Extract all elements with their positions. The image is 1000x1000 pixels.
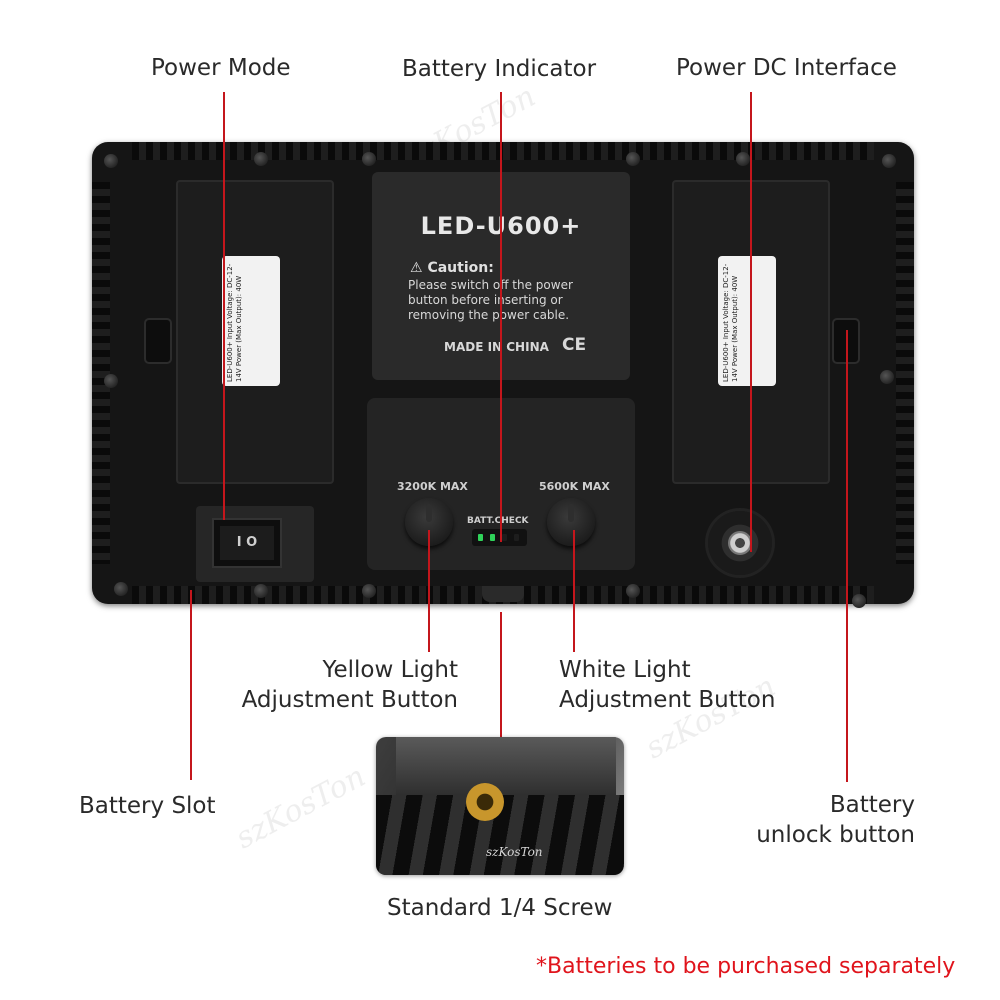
leader-line-unlock-button bbox=[846, 330, 848, 782]
screw bbox=[882, 154, 896, 168]
screw bbox=[254, 584, 268, 598]
label-white-light: White Light Adjustment Button bbox=[559, 657, 776, 713]
battery-led bbox=[490, 534, 495, 541]
housing-plate bbox=[396, 737, 616, 799]
screw bbox=[362, 152, 376, 166]
battery-slot-left[interactable]: LED-U600+ Input Voltage: DC-12-14V Power… bbox=[176, 180, 334, 484]
leader-line-white-light bbox=[573, 530, 575, 652]
screw bbox=[736, 152, 750, 166]
screw bbox=[104, 374, 118, 388]
power-switch-frame: I O bbox=[196, 506, 314, 582]
made-in-china: MADE IN CHINA bbox=[444, 340, 549, 354]
battery-led bbox=[514, 534, 519, 541]
leader-line-battery-indicator bbox=[500, 92, 502, 542]
leader-line-yellow-light bbox=[428, 530, 430, 652]
quarter-inch-screw-hole-icon bbox=[466, 783, 504, 821]
warning-icon: ⚠ bbox=[410, 260, 423, 276]
mount-tab bbox=[482, 586, 524, 602]
cooling-fins-left bbox=[92, 182, 110, 564]
leader-line-battery-slot bbox=[190, 590, 192, 780]
label-power-dc-interface: Power DC Interface bbox=[676, 55, 897, 81]
screw bbox=[254, 152, 268, 166]
screw bbox=[104, 154, 118, 168]
battery-led bbox=[502, 534, 507, 541]
battery-plate-label: LED-U600+ Input Voltage: DC-12-14V Power… bbox=[222, 256, 280, 386]
screw bbox=[362, 584, 376, 598]
screw bbox=[852, 594, 866, 608]
white-light-knob[interactable] bbox=[547, 498, 595, 546]
screw bbox=[114, 582, 128, 596]
leader-line-power-mode bbox=[223, 92, 225, 520]
leader-line-screw bbox=[500, 612, 502, 738]
screw bbox=[626, 152, 640, 166]
leader-line-power-dc bbox=[750, 92, 752, 552]
caution-title: ⚠ Caution: bbox=[410, 260, 494, 276]
led-panel-back: LED-U600+ Input Voltage: DC-12-14V Power… bbox=[92, 142, 914, 608]
battery-indicator-leds bbox=[472, 529, 527, 546]
ce-mark: CE bbox=[562, 335, 587, 355]
watermark: szKosTon bbox=[230, 758, 372, 857]
power-switch-rocker: I O bbox=[220, 526, 274, 560]
battery-plate-label: LED-U600+ Input Voltage: DC-12-14V Power… bbox=[718, 256, 776, 386]
label-battery-slot: Battery Slot bbox=[79, 793, 216, 819]
white-knob-label: 5600K MAX bbox=[539, 480, 610, 493]
screw bbox=[626, 584, 640, 598]
label-yellow-light: Yellow Light Adjustment Button bbox=[241, 657, 458, 713]
dc-pin-icon bbox=[728, 531, 752, 555]
batt-check-label: BATT.CHECK bbox=[467, 516, 529, 526]
label-standard-screw: Standard 1/4 Screw bbox=[387, 895, 613, 921]
yellow-knob-label: 3200K MAX bbox=[397, 480, 468, 493]
power-dc-interface[interactable] bbox=[708, 511, 772, 575]
screw-closeup-photo: szKosTon bbox=[376, 737, 624, 875]
label-battery-indicator: Battery Indicator bbox=[402, 56, 597, 82]
battery-led bbox=[478, 534, 483, 541]
battery-unlock-button-left[interactable] bbox=[144, 318, 172, 364]
caution-text: Please switch off the power button befor… bbox=[408, 278, 573, 322]
label-power-mode: Power Mode bbox=[151, 55, 291, 81]
label-battery-unlock: Battery unlock button bbox=[756, 792, 915, 848]
footnote: *Batteries to be purchased separately bbox=[536, 954, 956, 979]
cooling-fins-right bbox=[896, 182, 914, 564]
power-mode-switch[interactable]: I O bbox=[212, 518, 282, 568]
cooling-fins-top bbox=[132, 142, 874, 160]
screw bbox=[880, 370, 894, 384]
inset-watermark: szKosTon bbox=[486, 845, 543, 859]
